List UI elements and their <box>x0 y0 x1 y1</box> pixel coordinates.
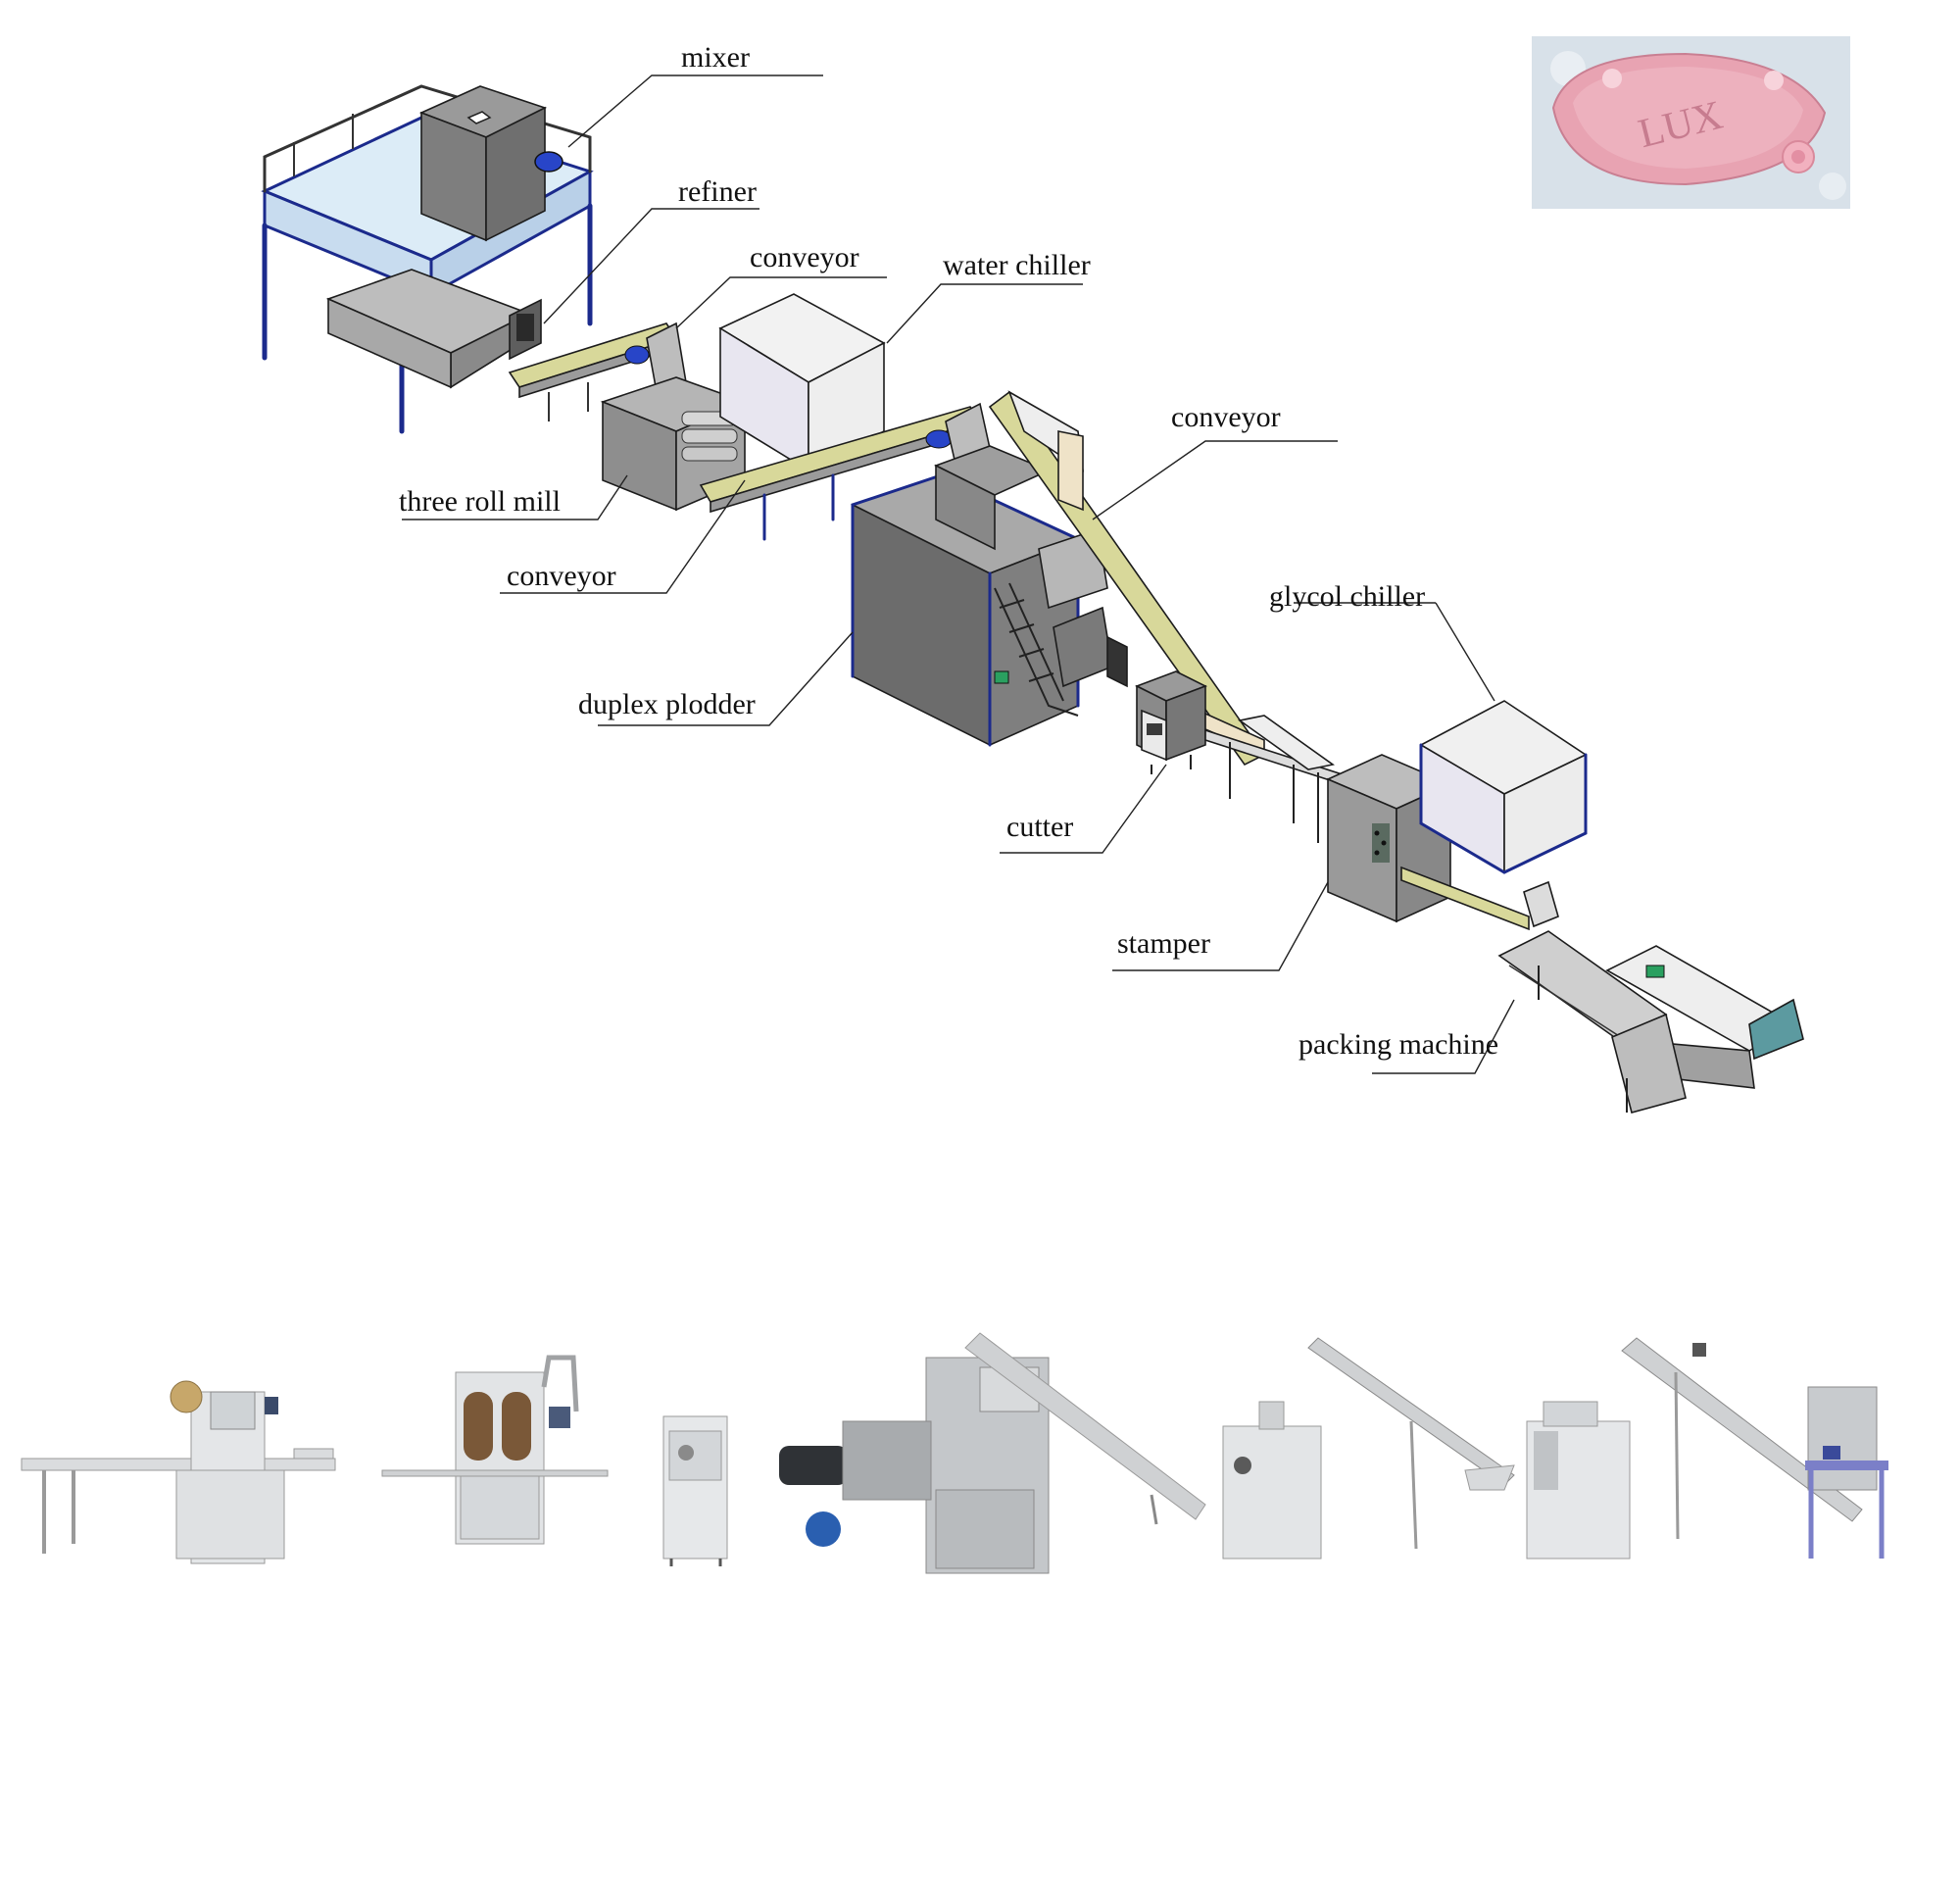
photo-refiner <box>1222 1401 1322 1560</box>
label-three-roll-mill: three roll mill <box>399 485 561 518</box>
duplex-plodder-machine <box>850 445 1128 747</box>
label-cutter: cutter <box>1006 811 1073 843</box>
three-roll-mill-machine <box>600 376 748 512</box>
conveyor-3-machine <box>988 390 1266 767</box>
glycol-chiller-machine <box>1419 700 1588 874</box>
label-water-chiller: water chiller <box>943 249 1091 281</box>
photo-three-roll-mill <box>1526 1401 1631 1560</box>
label-glycol-chiller: glycol chiller <box>1269 580 1425 613</box>
photo-cutter <box>662 1415 728 1566</box>
conveyor-1-machine <box>508 322 687 421</box>
label-duplex-plodder: duplex plodder <box>578 688 756 720</box>
diagram-labels: mixer refiner conveyor water chiller con… <box>399 41 1498 1061</box>
label-conveyor-1: conveyor <box>750 241 859 273</box>
packing-machine <box>1497 930 1804 1114</box>
conveyor-to-packing <box>1400 866 1559 931</box>
machine-photo-strip <box>21 1332 1888 1574</box>
label-refiner: refiner <box>678 175 757 208</box>
photo-duplex-plodder <box>779 1332 1206 1574</box>
label-stamper: stamper <box>1117 927 1210 960</box>
product-image-lux-soap: LUX <box>1532 36 1850 209</box>
cutter-machine <box>1135 670 1265 774</box>
photo-conveyor <box>1307 1337 1515 1550</box>
mixer-machine <box>261 84 594 434</box>
photo-mixer <box>1621 1337 1888 1559</box>
leader-lines <box>402 74 1515 1074</box>
label-conveyor-2: conveyor <box>507 560 616 592</box>
label-mixer: mixer <box>681 41 750 74</box>
label-packing-machine: packing machine <box>1298 1028 1498 1061</box>
label-conveyor-3: conveyor <box>1171 401 1281 433</box>
photo-stamper <box>381 1355 609 1545</box>
photo-packing-machine <box>21 1380 336 1564</box>
